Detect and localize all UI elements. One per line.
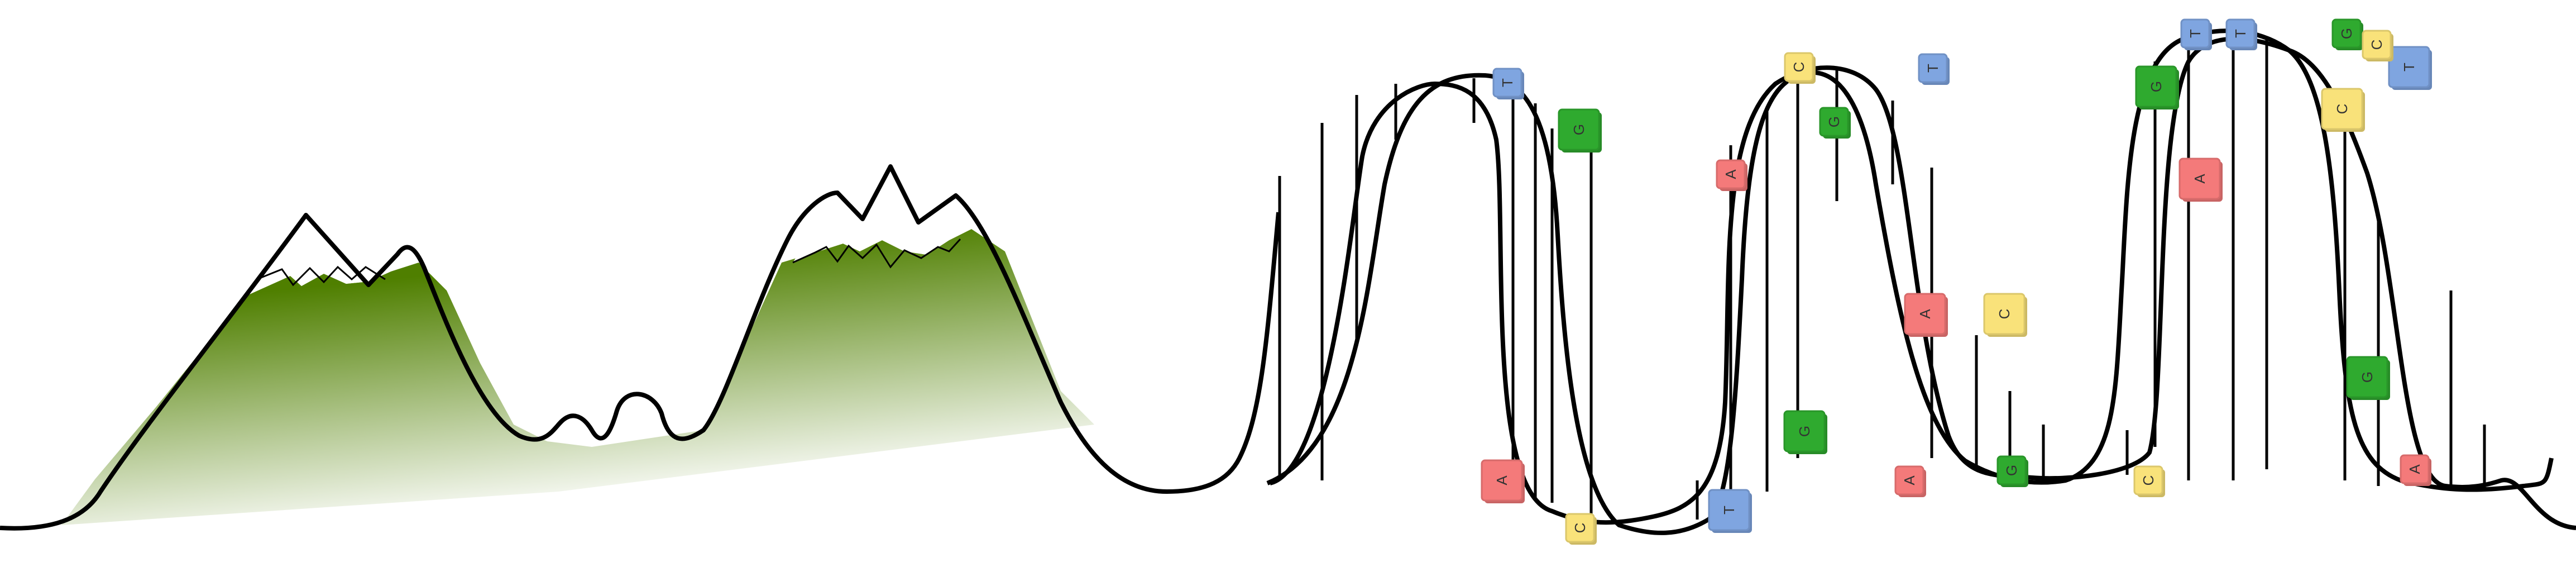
nucleotide-base-icon: A — [2400, 454, 2431, 486]
nucleotide-base-icon: G — [1783, 410, 1827, 454]
nucleotide-base-icon: T — [2225, 18, 2257, 50]
dna-strand-1 — [1269, 36, 2576, 530]
base-letter: G — [2359, 371, 2376, 383]
base-tile — [2400, 454, 2430, 484]
base-letter: A — [2406, 464, 2423, 474]
base-letter: C — [2140, 475, 2157, 486]
base-letter: T — [1721, 506, 1737, 514]
base-letter: A — [1493, 475, 1510, 485]
base-tile — [1819, 107, 1849, 137]
base-tile — [2178, 158, 2221, 200]
base-tile — [1894, 465, 1924, 496]
base-letter: C — [1996, 309, 2013, 320]
base-tile — [1558, 108, 1600, 151]
base-letter: A — [2191, 174, 2208, 184]
snow-line-right — [792, 238, 961, 269]
base-tile — [1983, 293, 2026, 335]
nucleotide-base-icon: G — [1996, 455, 2028, 487]
base-tile — [1918, 53, 1948, 83]
snow-line-left — [256, 265, 386, 287]
base-letter: G — [2338, 28, 2355, 39]
base-letter: T — [2401, 63, 2417, 72]
dna-rungs — [1278, 34, 2486, 520]
landscape-outline — [0, 164, 1281, 531]
nucleotide-base-icon: T — [2388, 46, 2432, 90]
nucleotide-base-icon: A — [1904, 293, 1948, 337]
base-tile — [1784, 52, 1814, 82]
nucleotide-bases: T G A C C A G G T T A C G G A T C T A G C T C G A — [1481, 18, 2432, 545]
dna-strand-2 — [1266, 28, 2554, 535]
nucleotide-base-icon: C — [2362, 30, 2393, 61]
nucleotide-base-icon: G — [1819, 107, 1851, 139]
base-tile — [2180, 18, 2210, 49]
mountain-fill-left — [61, 229, 1094, 525]
base-letter: C — [2368, 40, 2385, 50]
nucleotide-base-icon: A — [2178, 158, 2223, 202]
base-letter: T — [1924, 64, 1941, 73]
nucleotide-base-icon: C — [2133, 465, 2165, 497]
base-letter: G — [2148, 81, 2165, 92]
nucleotide-base-icon: T — [1708, 489, 1752, 533]
mountain-icon — [61, 229, 1094, 525]
base-tile — [2331, 18, 2362, 49]
base-tile — [1708, 489, 1750, 531]
base-tile — [2321, 88, 2363, 130]
dna-helix-icon — [1266, 28, 2576, 535]
nucleotide-base-icon: G — [2135, 65, 2179, 109]
base-letter: G — [2003, 465, 2020, 476]
nucleotide-base-icon: T — [1918, 53, 1950, 85]
base-tile — [1716, 159, 1746, 189]
base-letter: G — [1826, 116, 1842, 127]
base-tile — [2362, 30, 2392, 60]
nucleotide-base-icon: C — [1565, 513, 1597, 545]
base-tile — [1783, 410, 1826, 452]
nucleotide-base-icon: A — [1481, 459, 1525, 503]
nucleotide-base-icon: A — [1716, 159, 1747, 191]
base-letter: T — [2232, 29, 2249, 38]
base-letter: T — [1499, 78, 1516, 87]
base-tile — [1481, 459, 1523, 502]
nucleotide-base-icon: C — [2321, 88, 2365, 132]
base-tile — [2388, 46, 2430, 88]
base-letter: A — [1722, 169, 1739, 179]
nucleotide-base-icon: T — [1492, 68, 1524, 99]
nucleotide-base-icon: G — [1558, 108, 1602, 153]
nucleotide-base-icon: C — [1983, 293, 2027, 337]
nucleotide-base-icon: T — [2180, 18, 2212, 50]
base-letter: A — [1901, 475, 1918, 485]
base-tile — [1565, 513, 1595, 543]
nucleotide-base-icon: G — [2331, 18, 2363, 50]
base-tile — [1492, 68, 1522, 98]
base-tile — [1996, 455, 2027, 485]
base-tile — [1904, 293, 1946, 335]
nucleotide-base-icon: C — [1784, 52, 1816, 84]
base-letter: C — [1790, 62, 1807, 73]
snow-cap-right — [793, 166, 988, 263]
base-tile — [2135, 65, 2177, 108]
nucleotide-base-icon: G — [2346, 356, 2390, 400]
base-tile — [2346, 356, 2388, 398]
base-letter: G — [1796, 426, 1813, 437]
base-letter: C — [2334, 104, 2350, 115]
base-letter: C — [1572, 523, 1588, 533]
base-tile — [2225, 18, 2256, 49]
base-letter: T — [2187, 29, 2204, 38]
nucleotide-base-icon: A — [1894, 465, 1926, 497]
base-letter: A — [1917, 309, 1933, 319]
base-letter: G — [1571, 124, 1587, 135]
base-tile — [2133, 465, 2163, 496]
